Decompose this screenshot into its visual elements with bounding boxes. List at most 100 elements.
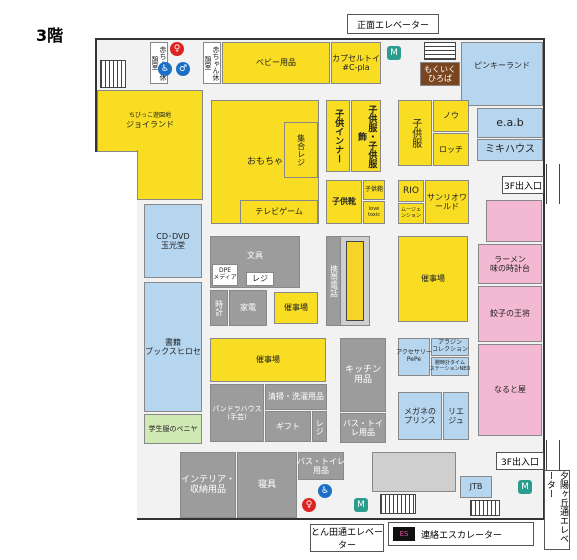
- room-pink-top[interactable]: [486, 200, 542, 242]
- stairs-top: [424, 42, 456, 60]
- room-label: なると屋: [494, 385, 526, 395]
- room-kidsshoes[interactable]: 子供靴: [326, 180, 362, 224]
- room-bath[interactable]: バス・トイレ用品: [340, 413, 386, 443]
- stairs-bottom: [380, 494, 416, 514]
- room-label: ノウ: [443, 111, 459, 121]
- room-clock[interactable]: 時計: [210, 290, 228, 326]
- room-label: レジ: [315, 418, 325, 435]
- room-kitchen[interactable]: キッチン用品: [340, 338, 386, 412]
- room-label: テレビゲーム: [255, 207, 303, 217]
- room-reji2[interactable]: レジ: [312, 411, 327, 442]
- room-label: ちびっこ遊園地: [128, 111, 171, 119]
- room-ramen[interactable]: ラーメン 味の時計台: [478, 244, 542, 284]
- room-label: 寝具: [257, 479, 276, 490]
- room-rio[interactable]: RIO: [398, 180, 424, 202]
- restroom-icon: ♂: [176, 62, 190, 76]
- room-sanrio[interactable]: サンリオワールド: [425, 180, 469, 224]
- room-cpla[interactable]: カプセルトイ #C-pla: [331, 42, 381, 84]
- room-aladdin[interactable]: アラジン コレクション: [431, 338, 469, 356]
- room-pinky[interactable]: ピンキーランド: [461, 42, 543, 106]
- escalator-text: 連絡エスカレーター: [421, 530, 503, 541]
- room-label: バス・トイレ用品: [343, 418, 383, 437]
- room-label: 書籍 ブックスヒロセ: [145, 337, 201, 356]
- room-cd[interactable]: CD･DVD 玉光堂: [144, 204, 202, 278]
- room-label: RIO: [403, 185, 419, 196]
- room-kidsbags[interactable]: 子供鞄: [363, 180, 385, 200]
- room-label: ジョイランド: [126, 119, 174, 129]
- escalator-steps: [346, 241, 364, 321]
- elevator-icon: M: [387, 46, 401, 60]
- room-school[interactable]: 学生服のベニヤ: [144, 414, 202, 444]
- room-label: CD･DVD 玉光堂: [156, 231, 190, 250]
- room-cleaning[interactable]: 清掃・洗濯用品: [265, 384, 327, 410]
- room-reji[interactable]: レジ: [246, 272, 274, 286]
- room-joyland[interactable]: ちびっこ遊園地 ジョイランド: [97, 90, 203, 152]
- room-storage: [372, 452, 456, 492]
- room-love[interactable]: love toxic: [363, 201, 385, 224]
- room-label: 家電: [240, 303, 256, 313]
- room-accessory[interactable]: アクセサリー PePe: [396, 338, 432, 376]
- room-label: インテリア・ 収納用品: [181, 474, 236, 495]
- room-nursing-2[interactable]: 赤ちゃん休憩室: [203, 42, 221, 84]
- room-label: 子供インナー: [333, 109, 344, 163]
- escalator-icon: ES: [393, 527, 415, 541]
- room-pandora[interactable]: パンドラハウス (手芸): [210, 384, 264, 442]
- room-label: 餃子の王将: [490, 309, 530, 319]
- room-dpe[interactable]: DPE メディア: [212, 264, 238, 286]
- room-narutoya[interactable]: なると屋: [478, 344, 542, 436]
- room-label: ミキハウス: [485, 144, 535, 156]
- room-gift[interactable]: ギフト: [265, 411, 311, 442]
- room-nou[interactable]: ノウ: [433, 100, 469, 132]
- right-elevator-text: 夕陽ヶ丘通エレベーター: [545, 471, 568, 543]
- room-riege[interactable]: リエ ジュ: [443, 392, 469, 440]
- room-kidswear[interactable]: 子供服: [398, 100, 432, 166]
- room-label: 催事場: [284, 303, 308, 313]
- room-mikihouse[interactable]: ミキハウス: [477, 139, 543, 161]
- room-eab[interactable]: e.a.b: [477, 108, 543, 138]
- room-lotsu[interactable]: ロッチ: [433, 133, 469, 166]
- room-mujin[interactable]: ムージェンション: [398, 203, 424, 224]
- room-event2[interactable]: 催事場: [274, 292, 318, 324]
- elevator-icon: M: [354, 498, 368, 512]
- room-label: ムージェンション: [400, 206, 421, 219]
- room-mokumoku[interactable]: もくいく ひろば: [420, 62, 460, 86]
- room-label: アクセサリー PePe: [396, 349, 432, 363]
- room-bath2[interactable]: バス・トイレ 用品: [297, 452, 345, 480]
- room-label: 赤ちゃん休憩室: [204, 45, 221, 81]
- escalator-label: ES 連絡エスカレーター: [388, 522, 534, 546]
- room-joyland-extension[interactable]: [137, 150, 203, 200]
- room-label: ラーメン 味の時計台: [490, 254, 530, 273]
- room-label: おもちゃ: [246, 156, 283, 167]
- room-label: もくいく ひろば: [424, 64, 456, 83]
- room-baby[interactable]: ベビー用品: [222, 42, 330, 84]
- room-time[interactable]: 腕時計タイム ステーションNEO: [430, 357, 470, 376]
- stairs-topleft: [100, 60, 126, 88]
- room-books[interactable]: 書籍 ブックスヒロセ: [144, 282, 202, 412]
- room-tvgame[interactable]: テレビゲーム: [240, 200, 318, 224]
- room-label: love toxic: [368, 205, 380, 218]
- room-gyoza[interactable]: 餃子の王将: [478, 286, 542, 342]
- room-register[interactable]: 集合レジ: [284, 122, 318, 178]
- room-kidswear-acc[interactable]: 子供服・子供服飾: [351, 100, 381, 172]
- escalator-center: [340, 236, 370, 326]
- room-label: 催事場: [421, 274, 445, 284]
- exit-bottom-marker[interactable]: [546, 440, 560, 480]
- room-label: 子供靴: [332, 197, 356, 207]
- room-label: カプセルトイ #C-pla: [332, 53, 380, 72]
- room-bedding[interactable]: 寝具: [237, 452, 297, 518]
- room-event3[interactable]: 催事場: [210, 338, 326, 382]
- room-interior[interactable]: インテリア・ 収納用品: [180, 452, 236, 518]
- room-kidsinner[interactable]: 子供インナー: [326, 100, 350, 172]
- bottom-elevator-label: とん田通エレベーター: [310, 524, 384, 552]
- room-label: リエ ジュ: [448, 406, 464, 425]
- room-jtb[interactable]: JTB: [460, 476, 492, 498]
- exit-bottom-label: 3F出入口: [496, 452, 544, 470]
- room-elec[interactable]: 家電: [229, 290, 267, 326]
- room-label: 子供服・子供服飾: [356, 104, 377, 168]
- room-label: バス・トイレ 用品: [297, 456, 345, 475]
- room-label: 子供服: [409, 118, 421, 148]
- room-event1[interactable]: 催事場: [398, 236, 468, 322]
- room-label: メガネの プリンス: [404, 406, 436, 425]
- exit-top-marker[interactable]: [546, 164, 560, 204]
- room-glasses[interactable]: メガネの プリンス: [398, 392, 442, 440]
